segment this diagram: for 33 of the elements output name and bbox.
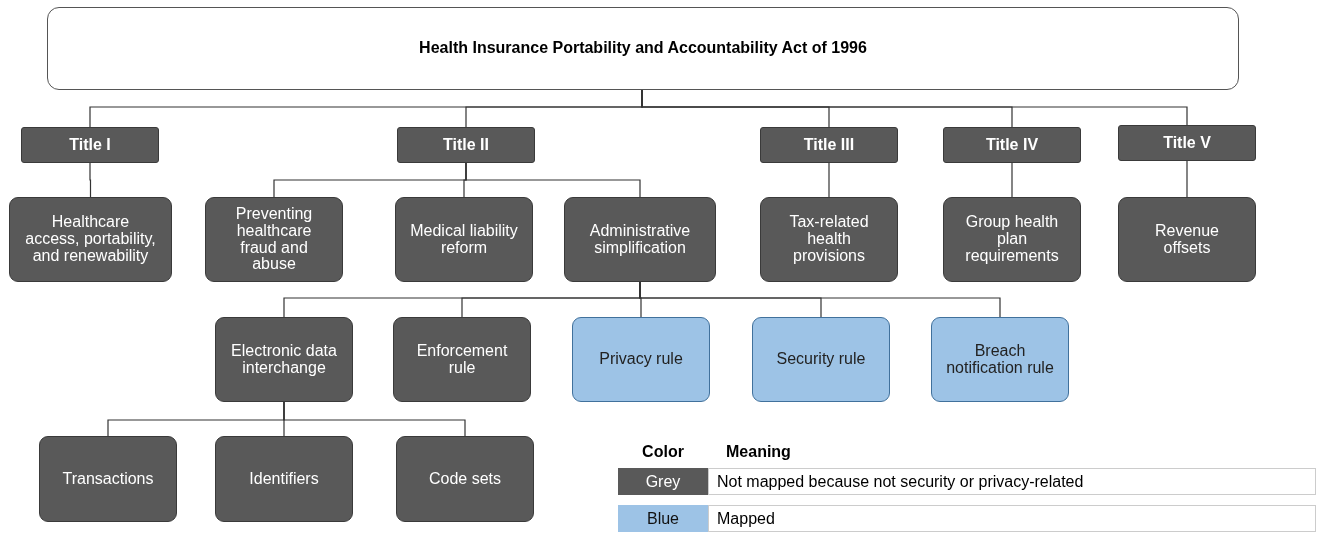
section-box: Breach notification rule [931,317,1069,402]
section-box: Tax-related health provisions [760,197,898,282]
legend-text: Not mapped because not security or privacy-related [708,468,1316,496]
title-box: Title I [21,127,159,163]
column-header: Meaning [725,442,792,462]
section-box: Medical liability reform [395,197,533,282]
section-box: Revenue offsets [1118,197,1256,282]
color-swatch: Grey [618,468,708,496]
section-box: Preventing healthcare fraud and abuse [205,197,343,282]
section-box: Code sets [396,436,534,522]
section-box: Healthcare access, portability, and renewability [9,197,172,282]
connector-line [1011,162,1013,198]
section-box: Security rule [752,317,890,402]
legend-text: Mapped [708,505,1316,533]
section-box: Transactions [39,436,177,522]
section-box: Administrative simplification [564,197,716,282]
title-box: Title IV [943,127,1081,163]
connector-line [283,401,466,437]
column-header: Color [641,442,685,462]
connector-line [89,162,92,198]
connector-line [465,162,641,198]
title-box: Title V [1118,125,1256,161]
connector-line [828,162,830,198]
title-box: Title II [397,127,535,163]
act-box: Health Insurance Portability and Accountability Act of 1996 [47,7,1239,90]
section-box: Privacy rule [572,317,710,402]
section-box: Enforcement rule [393,317,531,402]
section-box: Identifiers [215,436,353,522]
color-swatch: Blue [618,505,708,533]
section-box: Group health plan requirements [943,197,1081,282]
title-box: Title III [760,127,898,163]
section-box: Electronic data interchange [215,317,353,402]
connector-line [1186,160,1188,198]
